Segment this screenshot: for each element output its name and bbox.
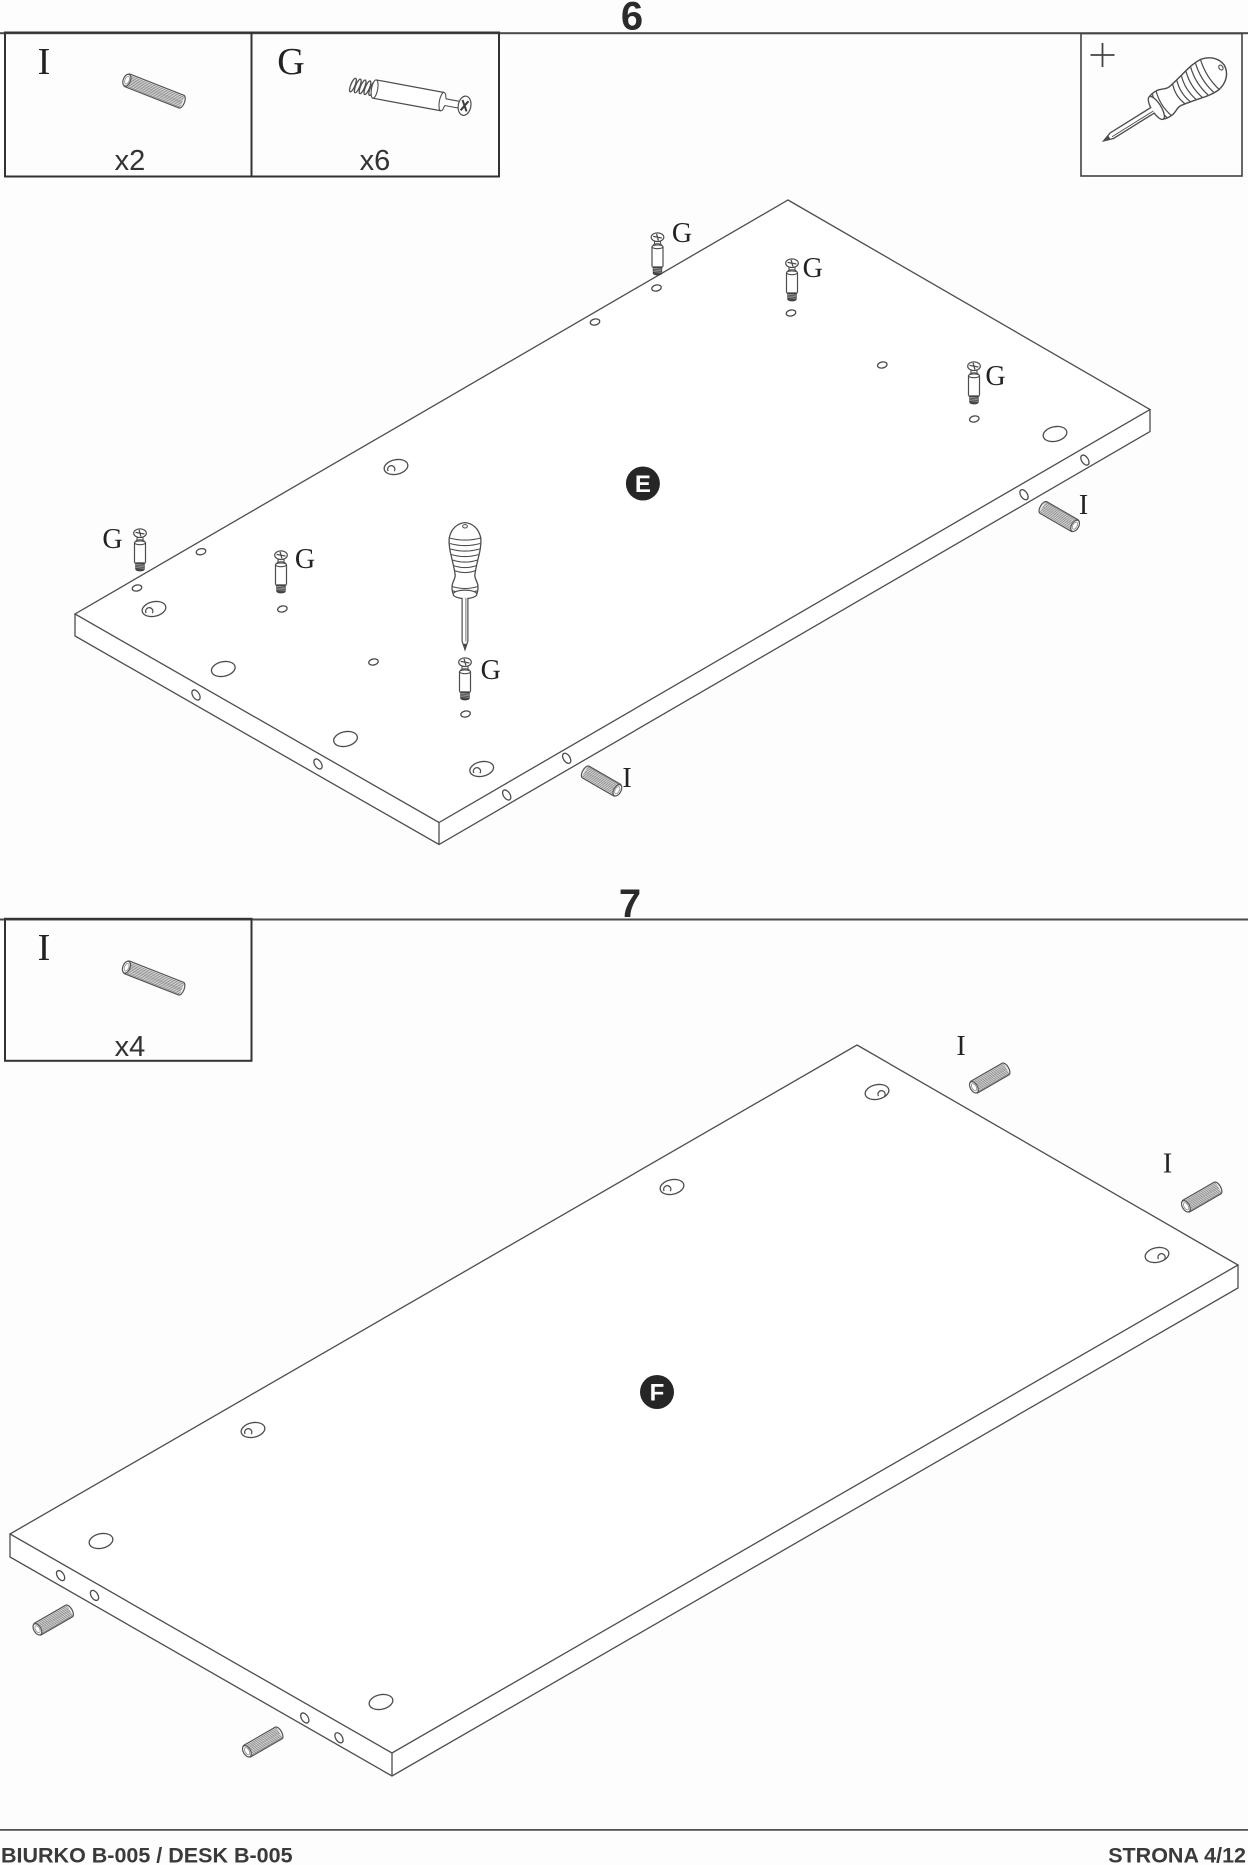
- svg-text:G: G: [672, 218, 692, 249]
- svg-text:G: G: [803, 253, 823, 284]
- svg-text:I: I: [38, 927, 51, 969]
- svg-text:6: 6: [621, 0, 643, 39]
- svg-text:I: I: [622, 763, 631, 794]
- svg-text:x2: x2: [115, 145, 146, 177]
- svg-text:x6: x6: [360, 145, 391, 177]
- svg-text:BIURKO B-005 / DESK B-005: BIURKO B-005 / DESK B-005: [1, 1844, 293, 1865]
- svg-text:G: G: [985, 361, 1005, 392]
- svg-text:STRONA 4/12: STRONA 4/12: [1108, 1844, 1246, 1865]
- svg-text:I: I: [1163, 1149, 1172, 1180]
- svg-text:I: I: [38, 41, 51, 83]
- svg-text:I: I: [956, 1031, 965, 1062]
- svg-text:G: G: [102, 524, 122, 555]
- svg-text:G: G: [295, 544, 315, 575]
- svg-text:F: F: [650, 1380, 665, 1407]
- svg-text:E: E: [635, 471, 651, 498]
- svg-text:x4: x4: [115, 1031, 146, 1063]
- svg-text:G: G: [481, 655, 501, 686]
- svg-text:I: I: [1079, 490, 1088, 521]
- svg-text:7: 7: [619, 882, 641, 926]
- svg-text:G: G: [277, 41, 304, 83]
